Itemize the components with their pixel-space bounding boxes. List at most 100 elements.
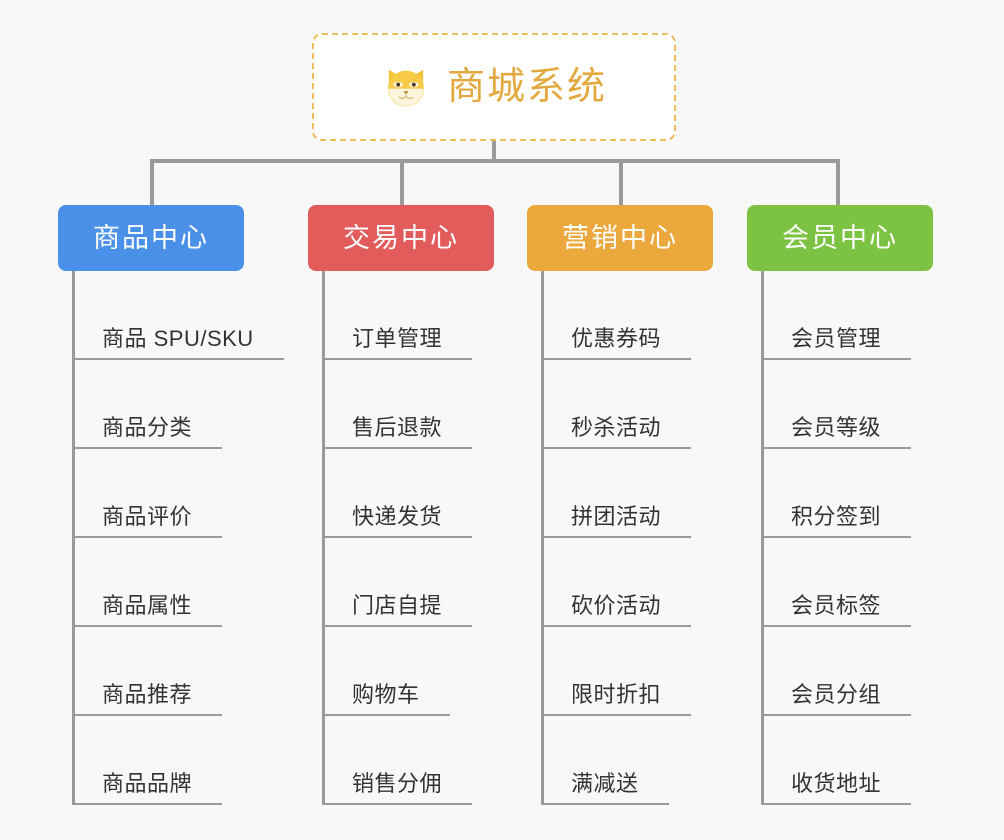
leaf-underline bbox=[761, 536, 911, 538]
branch-column-member-center: 会员中心 会员管理 会员等级 积分签到 会员标签 bbox=[747, 205, 977, 805]
leaf-underline bbox=[541, 714, 691, 716]
category-header-trade-center[interactable]: 交易中心 bbox=[308, 205, 494, 271]
category-label: 会员中心 bbox=[782, 222, 898, 253]
category-header-product-center[interactable]: 商品中心 bbox=[58, 205, 244, 271]
leaf-label: 销售分佣 bbox=[352, 771, 443, 796]
connector-branch-4 bbox=[836, 159, 840, 207]
leaf-underline bbox=[322, 358, 472, 360]
root-node-content: 商城系统 bbox=[381, 62, 607, 112]
list-item[interactable]: 购物车 bbox=[308, 627, 538, 716]
list-item[interactable]: 秒杀活动 bbox=[527, 360, 757, 449]
connector-root-stem bbox=[492, 141, 496, 162]
leaf-label: 会员分组 bbox=[791, 682, 882, 707]
leaf-underline bbox=[761, 803, 911, 805]
leaf-underline bbox=[322, 803, 472, 805]
leaf-list: 订单管理 售后退款 快递发货 门店自提 购物车 bbox=[308, 271, 538, 805]
category-label: 交易中心 bbox=[343, 222, 459, 253]
leaf-underline bbox=[322, 447, 472, 449]
leaf-label: 积分签到 bbox=[791, 504, 882, 529]
leaf-label: 快递发货 bbox=[352, 504, 443, 529]
branch-column-product-center: 商品中心 商品 SPU/SKU 商品分类 商品评价 商品属性 bbox=[58, 205, 288, 805]
branch-spine bbox=[761, 271, 764, 805]
leaf-label: 拼团活动 bbox=[571, 504, 662, 529]
list-item[interactable]: 优惠券码 bbox=[527, 271, 757, 360]
leaf-underline bbox=[322, 536, 472, 538]
list-item[interactable]: 会员管理 bbox=[747, 271, 977, 360]
connector-branch-1 bbox=[150, 159, 154, 207]
leaf-underline bbox=[72, 358, 284, 360]
leaf-label: 商品分类 bbox=[102, 415, 193, 440]
branch-items-marketing-center: 优惠券码 秒杀活动 拼团活动 砍价活动 限时折扣 bbox=[527, 271, 757, 805]
list-item[interactable]: 收货地址 bbox=[747, 716, 977, 805]
leaf-label: 商品 SPU/SKU bbox=[102, 326, 254, 351]
branch-spine bbox=[72, 271, 75, 805]
leaf-underline bbox=[541, 803, 669, 805]
leaf-label: 秒杀活动 bbox=[571, 415, 662, 440]
list-item[interactable]: 满减送 bbox=[527, 716, 757, 805]
list-item[interactable]: 商品 SPU/SKU bbox=[58, 271, 288, 360]
leaf-underline bbox=[72, 536, 222, 538]
leaf-underline bbox=[541, 447, 691, 449]
leaf-underline bbox=[541, 536, 691, 538]
root-title: 商城系统 bbox=[446, 66, 607, 108]
list-item[interactable]: 商品评价 bbox=[58, 449, 288, 538]
leaf-label: 会员等级 bbox=[791, 415, 882, 440]
category-header-member-center[interactable]: 会员中心 bbox=[747, 205, 933, 271]
branch-items-trade-center: 订单管理 售后退款 快递发货 门店自提 购物车 bbox=[308, 271, 538, 805]
leaf-label: 会员管理 bbox=[791, 326, 882, 351]
list-item[interactable]: 砍价活动 bbox=[527, 538, 757, 627]
leaf-underline bbox=[761, 358, 911, 360]
list-item[interactable]: 积分签到 bbox=[747, 449, 977, 538]
category-label: 营销中心 bbox=[562, 222, 678, 253]
leaf-label: 订单管理 bbox=[352, 326, 443, 351]
shiba-dog-face-icon bbox=[388, 69, 424, 107]
list-item[interactable]: 门店自提 bbox=[308, 538, 538, 627]
list-item[interactable]: 商品品牌 bbox=[58, 716, 288, 805]
leaf-label: 会员标签 bbox=[791, 593, 882, 618]
list-item[interactable]: 商品分类 bbox=[58, 360, 288, 449]
list-item[interactable]: 商品属性 bbox=[58, 538, 288, 627]
connector-branch-3 bbox=[619, 159, 623, 207]
connector-horizontal-bus bbox=[150, 159, 840, 163]
leaf-underline bbox=[322, 625, 472, 627]
list-item[interactable]: 订单管理 bbox=[308, 271, 538, 360]
leaf-underline bbox=[72, 714, 222, 716]
list-item[interactable]: 会员分组 bbox=[747, 627, 977, 716]
leaf-label: 商品评价 bbox=[102, 504, 193, 529]
branch-items-product-center: 商品 SPU/SKU 商品分类 商品评价 商品属性 商品推荐 bbox=[58, 271, 288, 805]
list-item[interactable]: 售后退款 bbox=[308, 360, 538, 449]
branch-items-member-center: 会员管理 会员等级 积分签到 会员标签 会员分组 bbox=[747, 271, 977, 805]
leaf-underline bbox=[541, 358, 691, 360]
leaf-underline bbox=[72, 625, 222, 627]
leaf-underline bbox=[761, 625, 911, 627]
list-item[interactable]: 会员等级 bbox=[747, 360, 977, 449]
branch-spine bbox=[541, 271, 544, 805]
leaf-label: 砍价活动 bbox=[571, 593, 662, 618]
leaf-label: 商品品牌 bbox=[102, 771, 193, 796]
leaf-underline bbox=[541, 625, 691, 627]
leaf-list: 商品 SPU/SKU 商品分类 商品评价 商品属性 商品推荐 bbox=[58, 271, 288, 805]
leaf-label: 限时折扣 bbox=[571, 682, 662, 707]
category-label: 商品中心 bbox=[93, 222, 209, 253]
leaf-underline bbox=[761, 714, 911, 716]
category-header-marketing-center[interactable]: 营销中心 bbox=[527, 205, 713, 271]
branch-column-marketing-center: 营销中心 优惠券码 秒杀活动 拼团活动 砍价活动 bbox=[527, 205, 757, 805]
leaf-label: 售后退款 bbox=[352, 415, 443, 440]
list-item[interactable]: 快递发货 bbox=[308, 449, 538, 538]
leaf-label: 门店自提 bbox=[352, 593, 443, 618]
list-item[interactable]: 会员标签 bbox=[747, 538, 977, 627]
branch-column-trade-center: 交易中心 订单管理 售后退款 快递发货 门店自提 bbox=[308, 205, 538, 805]
list-item[interactable]: 商品推荐 bbox=[58, 627, 288, 716]
leaf-label: 满减送 bbox=[571, 771, 639, 796]
list-item[interactable]: 限时折扣 bbox=[527, 627, 757, 716]
list-item[interactable]: 拼团活动 bbox=[527, 449, 757, 538]
branch-spine bbox=[322, 271, 325, 805]
connector-branch-2 bbox=[400, 159, 404, 207]
leaf-underline bbox=[322, 714, 450, 716]
list-item[interactable]: 销售分佣 bbox=[308, 716, 538, 805]
leaf-label: 优惠券码 bbox=[571, 326, 662, 351]
root-node[interactable]: 商城系统 bbox=[312, 33, 676, 141]
leaf-label: 收货地址 bbox=[791, 771, 882, 796]
leaf-underline bbox=[72, 803, 222, 805]
